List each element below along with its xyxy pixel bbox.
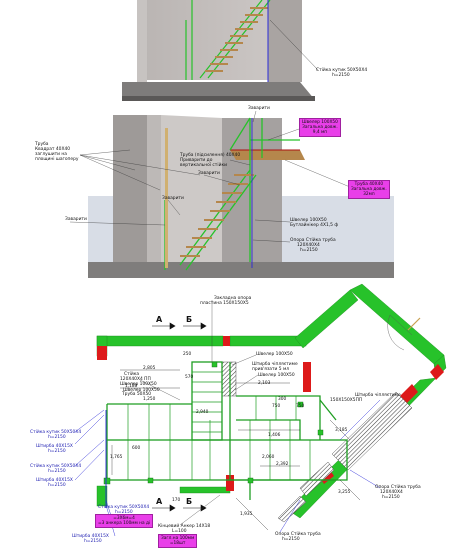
dim-250: 250 [183,352,192,357]
label-shtyrba-2: прив'язати 5 мл [252,367,290,372]
dim-2805: 2,805 [143,366,156,371]
render-top-stair [122,0,319,101]
dim-300: 300 [278,397,287,402]
section-b-top: Б [186,315,193,324]
dim-570: 570 [185,375,194,380]
dim-1765: 1,765 [110,455,123,460]
label-left-2b: h=2150 [48,449,66,454]
label-left-4b: h=2150 [48,483,66,488]
label-truba-kvadrat-2: Квадрат 40Х40 [35,147,71,152]
label-truba-kvadrat-3: заглушити на [35,152,67,157]
tag-shveller-l2: Загальна довж. [302,125,338,130]
dim-750a: 750 [272,404,281,409]
section-a-bottom: А [156,497,163,506]
dim-2940: 2,940 [196,410,209,415]
label-shtyrba-4: 150Х150Х5ПП [330,398,363,403]
section-b-bottom: Б [186,497,193,506]
label-shveller-b: Швелер 100Х50 [258,373,295,378]
dim-2103: 2,103 [258,381,271,386]
label-shveller-d: Швелер 100Х50 [123,388,160,393]
label-left-4a: Штирба 40Х15Х [36,478,73,483]
dim-1935: 1,935 [240,512,253,517]
label-truba-kvadrat-4: площині шагоперу [35,157,79,162]
label-left-2a: Штирба 40Х15Х [36,444,73,449]
label-shtyrba-3: Штирба чіпляєтиме [355,393,401,398]
label-opora-1: Опора Стійка труба [290,238,336,243]
label-opora-b1: Опора Стійка труба [275,532,321,537]
label-left-3a: Стійка кутик 50Х50Х4 [30,464,82,469]
dim-3255: 3,255 [338,490,351,495]
dim-1250: 1,250 [143,397,156,402]
tag-shveller-l1: Швелер 100Х50 [302,120,338,125]
dim-170: 170 [172,498,181,503]
dim-1406: 1,406 [268,433,281,438]
tag-plan-bottom-l1: Загл.на 100мм [161,536,195,541]
label-bot-2a: Штирба 40Х15Х [72,534,109,539]
dim-2060: 2,060 [262,455,275,460]
label-shtyrba-1: Штирба чіпляєтиме [252,362,298,367]
label-truba-pidsyl-3: вертикальної стійки [180,163,227,168]
label-stiyka-1: Стійка [124,372,140,377]
label-stoyka-kutnyk-h: h=2150 [332,73,350,78]
tag-plan-left: =3Х6м=4 =3 анкера 100мм на ді [95,514,154,528]
label-truba-pidsyl-1: Труба (підсилення) 40Х40 [180,153,241,158]
label-zavaryty-left: Заварити [162,196,184,201]
section-a-top: А [156,315,163,324]
dim-3185: 3,185 [335,428,348,433]
tag-truba-l1: Труба 40Х40 [354,182,384,187]
label-truba-kvadrat-1: Труба [35,142,49,147]
tag-shveller-length: Швелер 100Х50 Загальна довж. 9,4 мп [299,118,341,137]
label-opora-r1: Опора Стійка труба [375,485,421,490]
label-opora-r2: 120Х40Х4 [380,490,403,495]
tag-plan-left-l2: =3 анкера 100мм на ді [98,521,151,526]
label-left-3b: h=2150 [48,469,66,474]
tag-truba-l2: Загальна довж. [351,187,387,192]
tag-plan-left-l1: =3Х6м=4 [113,516,135,521]
label-left-1a: Стійка кутик 50Х50Х4 [30,430,82,435]
label-stiyka-2: 120Х40Х4 ПП [120,377,151,382]
label-opora-3: h=2150 [300,248,318,253]
label-stoyka-kutnyk: Стійка кутик 50Х50Х4 [316,68,368,73]
dim-750b: 750 [296,404,305,409]
label-opora-2: 120Х40Х4 [297,243,320,248]
render-middle-stair [69,110,394,278]
floor-plan [74,283,447,537]
tag-truba-l3: 32мп [363,192,375,197]
label-shveller-c: Швелер 100Х50 [120,382,157,387]
label-zavaryty-mid: Заварити [198,171,220,176]
label-shveller-a: Швелер 100Х50 [256,352,293,357]
tag-truba-length: Труба 40Х40 Загальна довж. 32мп [348,180,390,199]
label-opora-r3: h=2150 [382,495,400,500]
label-truba-pidsyl-2: Приварити до [180,158,213,163]
dim-2392: 2,392 [276,462,289,467]
label-shveller-1: Швелер 100Х50 [290,218,327,223]
label-left-1b: h=2150 [48,435,66,440]
label-kin-2: L=100 [172,529,187,534]
tag-shveller-l3: 9,4 мп [312,130,328,135]
label-zakladna-2: пластина 150Х150Х5 [200,301,249,306]
label-bot-2b: h=2150 [84,539,102,544]
dim-1180: 1,180 [125,384,138,389]
label-bot-1a: Стійка кутик 50Х50Х4 [98,505,150,510]
label-opora-b2: h=2150 [282,537,300,542]
label-kin-1: Кінцевий Анкер 14Х18 [158,524,211,529]
label-shveller-2: Бутлайнікер 4Х1,5 ф [290,223,339,228]
label-bot-1b: h=2150 [115,510,133,515]
label-truba-5050: Труба 50Х50 [122,392,152,397]
tag-plan-bottom-l2: =18шт [169,541,186,546]
label-zavaryty-lower: Заварити [65,217,87,222]
label-zavaryty-top: Заварити [248,106,270,111]
label-zakladna-1: Закладна опора [214,296,252,301]
dim-600: 600 [132,446,141,451]
